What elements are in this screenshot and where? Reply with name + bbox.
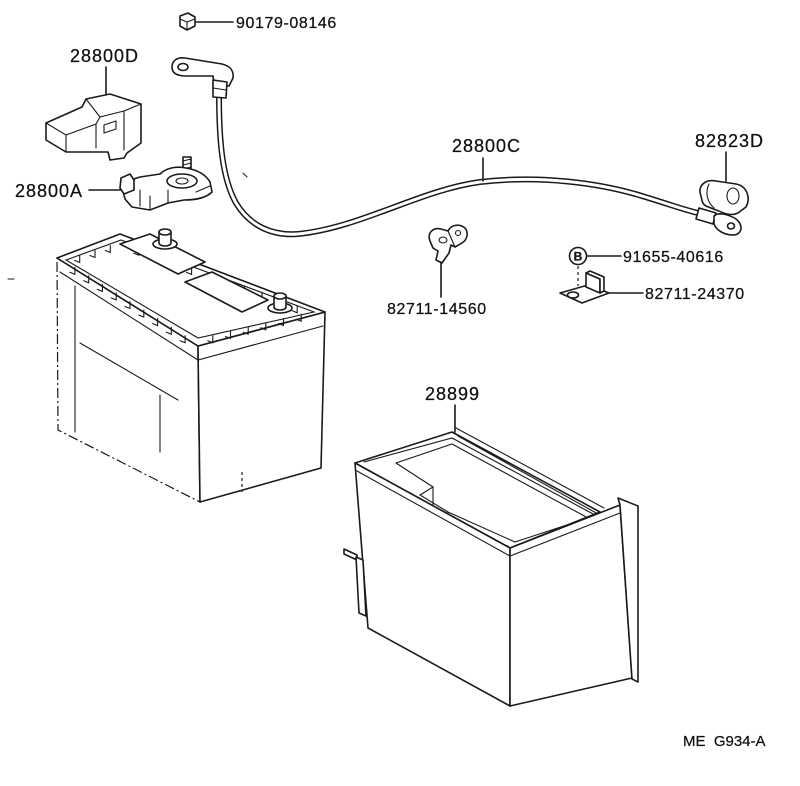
bracket-part: 82711-24370 — [559, 270, 745, 304]
cable-inner — [217, 92, 705, 236]
tray-left-strip — [355, 556, 367, 617]
diagram-code: ME G934-A — [683, 733, 766, 750]
terminal-left-top — [158, 228, 172, 236]
cable-end-cover-opening — [726, 187, 740, 205]
battery-hidden-edges — [56, 261, 201, 503]
cable-clamp-hole — [454, 229, 462, 237]
cable-end-ring-hole — [726, 222, 736, 230]
tray-rim-band — [356, 470, 621, 557]
battery-side-lines — [74, 285, 179, 453]
cable-end-crimp — [695, 207, 717, 225]
battery-left-face — [57, 258, 200, 502]
tray-part: 28899 — [343, 384, 639, 707]
cable-end-cover-fold — [706, 183, 715, 209]
terminal-right-top — [273, 292, 287, 300]
terminal-cover-label: 28800D — [70, 46, 139, 66]
cable-clamp-loop — [438, 236, 448, 244]
bolt-label: 91655-40616 — [623, 249, 724, 266]
cable-end-cover-label: 82823D — [695, 131, 764, 151]
tray-label: 28899 — [425, 384, 480, 404]
battery-top-face — [56, 233, 326, 347]
battery-terminal-left — [152, 228, 178, 250]
cable-mark — [242, 172, 248, 178]
cable-clamp-body — [428, 224, 468, 264]
terminal-cover-window — [103, 120, 117, 134]
terminal-clamp-ring-hole — [175, 177, 189, 185]
terminal-clamp-part: 28800A — [15, 156, 213, 211]
battery-lid-rim — [64, 239, 316, 339]
terminal-cover-part: 28800D — [45, 46, 142, 161]
cable-outer — [216, 91, 706, 238]
nut-part: 90179-08146 — [179, 12, 337, 32]
terminal-clamp-label: 28800A — [15, 181, 83, 201]
cable-label: 28800C — [452, 136, 521, 156]
bracket-hole — [566, 291, 580, 299]
nut-label: 90179-08146 — [236, 15, 337, 32]
bracket-tab-flange — [585, 270, 605, 294]
terminal-cover-body — [45, 93, 142, 161]
bolt-part: B 91655-40616 — [568, 246, 724, 286]
bolt-symbol: B — [574, 250, 583, 264]
terminal-clamp-details — [139, 185, 211, 211]
terminal-left-post — [158, 232, 172, 247]
nut-edges — [179, 18, 196, 31]
bracket-label: 82711-24370 — [645, 286, 745, 303]
battery-terminal-right — [267, 292, 293, 314]
cable-top-crimp-band — [212, 87, 227, 91]
cable-end-cover-part: 82823D — [695, 131, 764, 236]
tray-inner-rim — [363, 437, 596, 516]
tray-opening — [395, 443, 590, 543]
tray-left-tab — [343, 548, 358, 561]
tray-right-flange — [617, 497, 639, 683]
cable-top-lug-hole — [177, 62, 189, 72]
battery — [7, 228, 326, 503]
cable-clamp-label: 82711-14560 — [387, 301, 487, 318]
terminal-cover-edges — [45, 98, 142, 153]
cable-clamp-part: 82711-14560 — [387, 224, 487, 318]
battery-lid-band — [59, 271, 324, 361]
terminal-right-post — [273, 296, 287, 311]
cable-clamp-fold — [447, 230, 456, 248]
battery-lid-strip-2 — [184, 271, 269, 313]
battery-lid-strip-1 — [119, 233, 206, 275]
terminal-clamp-ring — [166, 173, 198, 189]
cable-part: 28800C — [171, 57, 706, 238]
terminal-clamp-nut — [119, 173, 135, 195]
tray-back-rib — [455, 427, 605, 515]
